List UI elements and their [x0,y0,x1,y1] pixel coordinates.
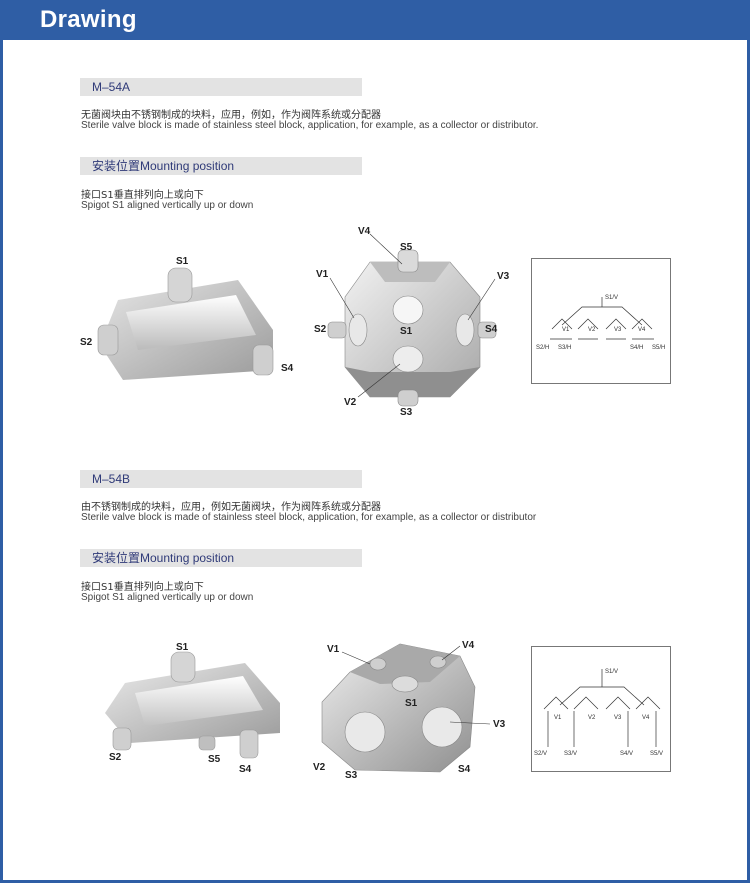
label-s2: S2 [109,752,122,763]
label-s2: S2 [80,337,93,348]
label-s3: S3 [400,407,413,418]
port-v2 [392,345,424,373]
outlet-4: S5/H [652,345,665,351]
cube-bottom-face [345,367,480,397]
outlet-2: S3/V [564,751,577,757]
port-top: S1/V [605,295,618,301]
label-s5: S5 [208,754,221,765]
spigot-s4 [252,344,274,376]
label-v1: V1 [327,644,340,655]
valve-v4: V4 [638,327,646,333]
spigot-s1 [167,267,193,303]
mounting-en-b: Spigot S1 aligned vertically up or down [81,592,254,603]
spigot-s2 [97,324,119,356]
label-s2: S2 [314,324,327,335]
mounting-title-b: 安装位置Mounting position [80,549,362,567]
mounting-cn-b: 接口S1垂直排列向上或向下 [81,582,204,593]
outlet-1: S2/V [534,751,547,757]
mounting-title-a: 安装位置Mounting position [80,157,362,175]
label-s5: S5 [400,242,413,253]
valve-v2: V2 [588,715,596,721]
block-face [135,676,263,726]
spigot-s4 [477,321,497,339]
description-cn-b: 由不锈钢制成的块料，应用，例如无菌阀块，作为阀阵系统或分配器 [81,502,381,513]
label-v3: V3 [493,719,506,730]
spigot-s1 [170,651,196,683]
valve-block-cube-view-a: V4 S5 V1 V3 S2 S1 S4 V2 S3 [314,226,510,418]
label-v1: V1 [316,269,329,280]
header-banner: Drawing [0,0,750,40]
spigot-s2 [112,727,132,751]
description-cn-a: 无菌阀块由不锈钢制成的块料，应用，例如，作为阀阵系统或分配器 [81,110,381,121]
label-s1: S1 [405,698,418,709]
label-v4: V4 [358,226,371,237]
port-v4 [429,655,447,669]
label-s3: S3 [345,770,358,781]
spigot-s4 [239,729,259,759]
block-face [126,295,256,350]
valve-v1: V1 [562,327,570,333]
spigot-s2 [327,321,347,339]
port-v1 [369,657,387,671]
valve-v2: V2 [588,327,596,333]
outlet-3: S4/H [630,345,643,351]
leader-v3 [449,721,491,725]
spigot-s5 [198,735,216,751]
label-v4: V4 [462,640,475,651]
leader-v1 [329,277,355,319]
label-s4: S4 [485,324,498,335]
label-s1: S1 [176,642,189,653]
outlet-2: S3/H [558,345,571,351]
cube-top-face [350,644,460,684]
port-v3 [455,313,475,347]
label-v2: V2 [344,397,357,408]
valve-v3: V3 [614,327,622,333]
mounting-en-a: Spigot S1 aligned vertically up or down [81,200,254,211]
port-top: S1/V [605,669,618,675]
schematic-b: S1/V V1 V2 V3 V4 S2/V S3/V S4/V S5/V [531,646,671,772]
leader-v2 [357,363,401,398]
valve-block-side-view-b: S1 S2 S5 S4 [105,642,280,775]
valve-block-side-view-a: S1 S2 S4 [80,256,294,380]
description-en-a: Sterile valve block is made of stainless… [81,120,539,131]
valve-v1: V1 [554,715,562,721]
port-v3 [421,706,463,748]
label-s1: S1 [176,256,189,267]
port-v1 [348,313,368,347]
schematic-diagram-b: S1/V V1 V2 V3 V4 S2/V S3/V S4/V S5/V [534,669,663,757]
description-en-b: Sterile valve block is made of stainless… [81,512,537,523]
valve-block-cube-view-b: V1 V4 S1 V3 V2 S3 S4 [313,640,506,781]
label-v3: V3 [497,271,510,282]
label-s4: S4 [239,764,252,775]
label-s4: S4 [281,363,294,374]
schematic-diagram-a: S1/V V1 V2 V3 V4 S2/H S3/H S4/H S5/H [536,295,665,351]
label-s1: S1 [400,326,413,337]
port-s1 [392,295,424,325]
spigot-s3 [397,389,419,407]
label-s4: S4 [458,764,471,775]
label-v2: V2 [313,762,326,773]
valve-v3: V3 [614,715,622,721]
outlet-1: S2/H [536,345,549,351]
leader-v3 [467,278,496,321]
model-title-b: M–54B [80,470,362,488]
valve-v4: V4 [642,715,650,721]
outlet-4: S5/V [650,751,663,757]
mounting-cn-a: 接口S1垂直排列向上或向下 [81,190,204,201]
leader-v1 [341,651,371,665]
port-v2 [344,711,386,753]
leader-v4 [441,645,461,661]
outlet-3: S4/V [620,751,633,757]
page-title: Drawing [40,6,137,33]
schematic-a: S1/V V1 V2 V3 V4 S2/H S3/H S4/H S5/H [531,258,671,384]
port-s1 [391,675,419,693]
model-title-a: M–54A [80,78,362,96]
leader-v4 [369,233,403,265]
spigot-s5 [397,249,419,273]
